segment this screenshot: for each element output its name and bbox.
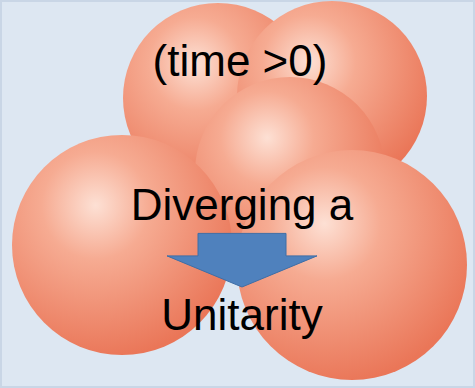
text-node: Diverging a — [127, 180, 358, 230]
time-label: (time >0) — [149, 36, 332, 86]
node-text: Unitarity — [157, 290, 326, 340]
block-arrow — [167, 233, 317, 287]
node-text: Diverging a — [127, 180, 358, 230]
text-node: Unitarity — [157, 290, 326, 340]
